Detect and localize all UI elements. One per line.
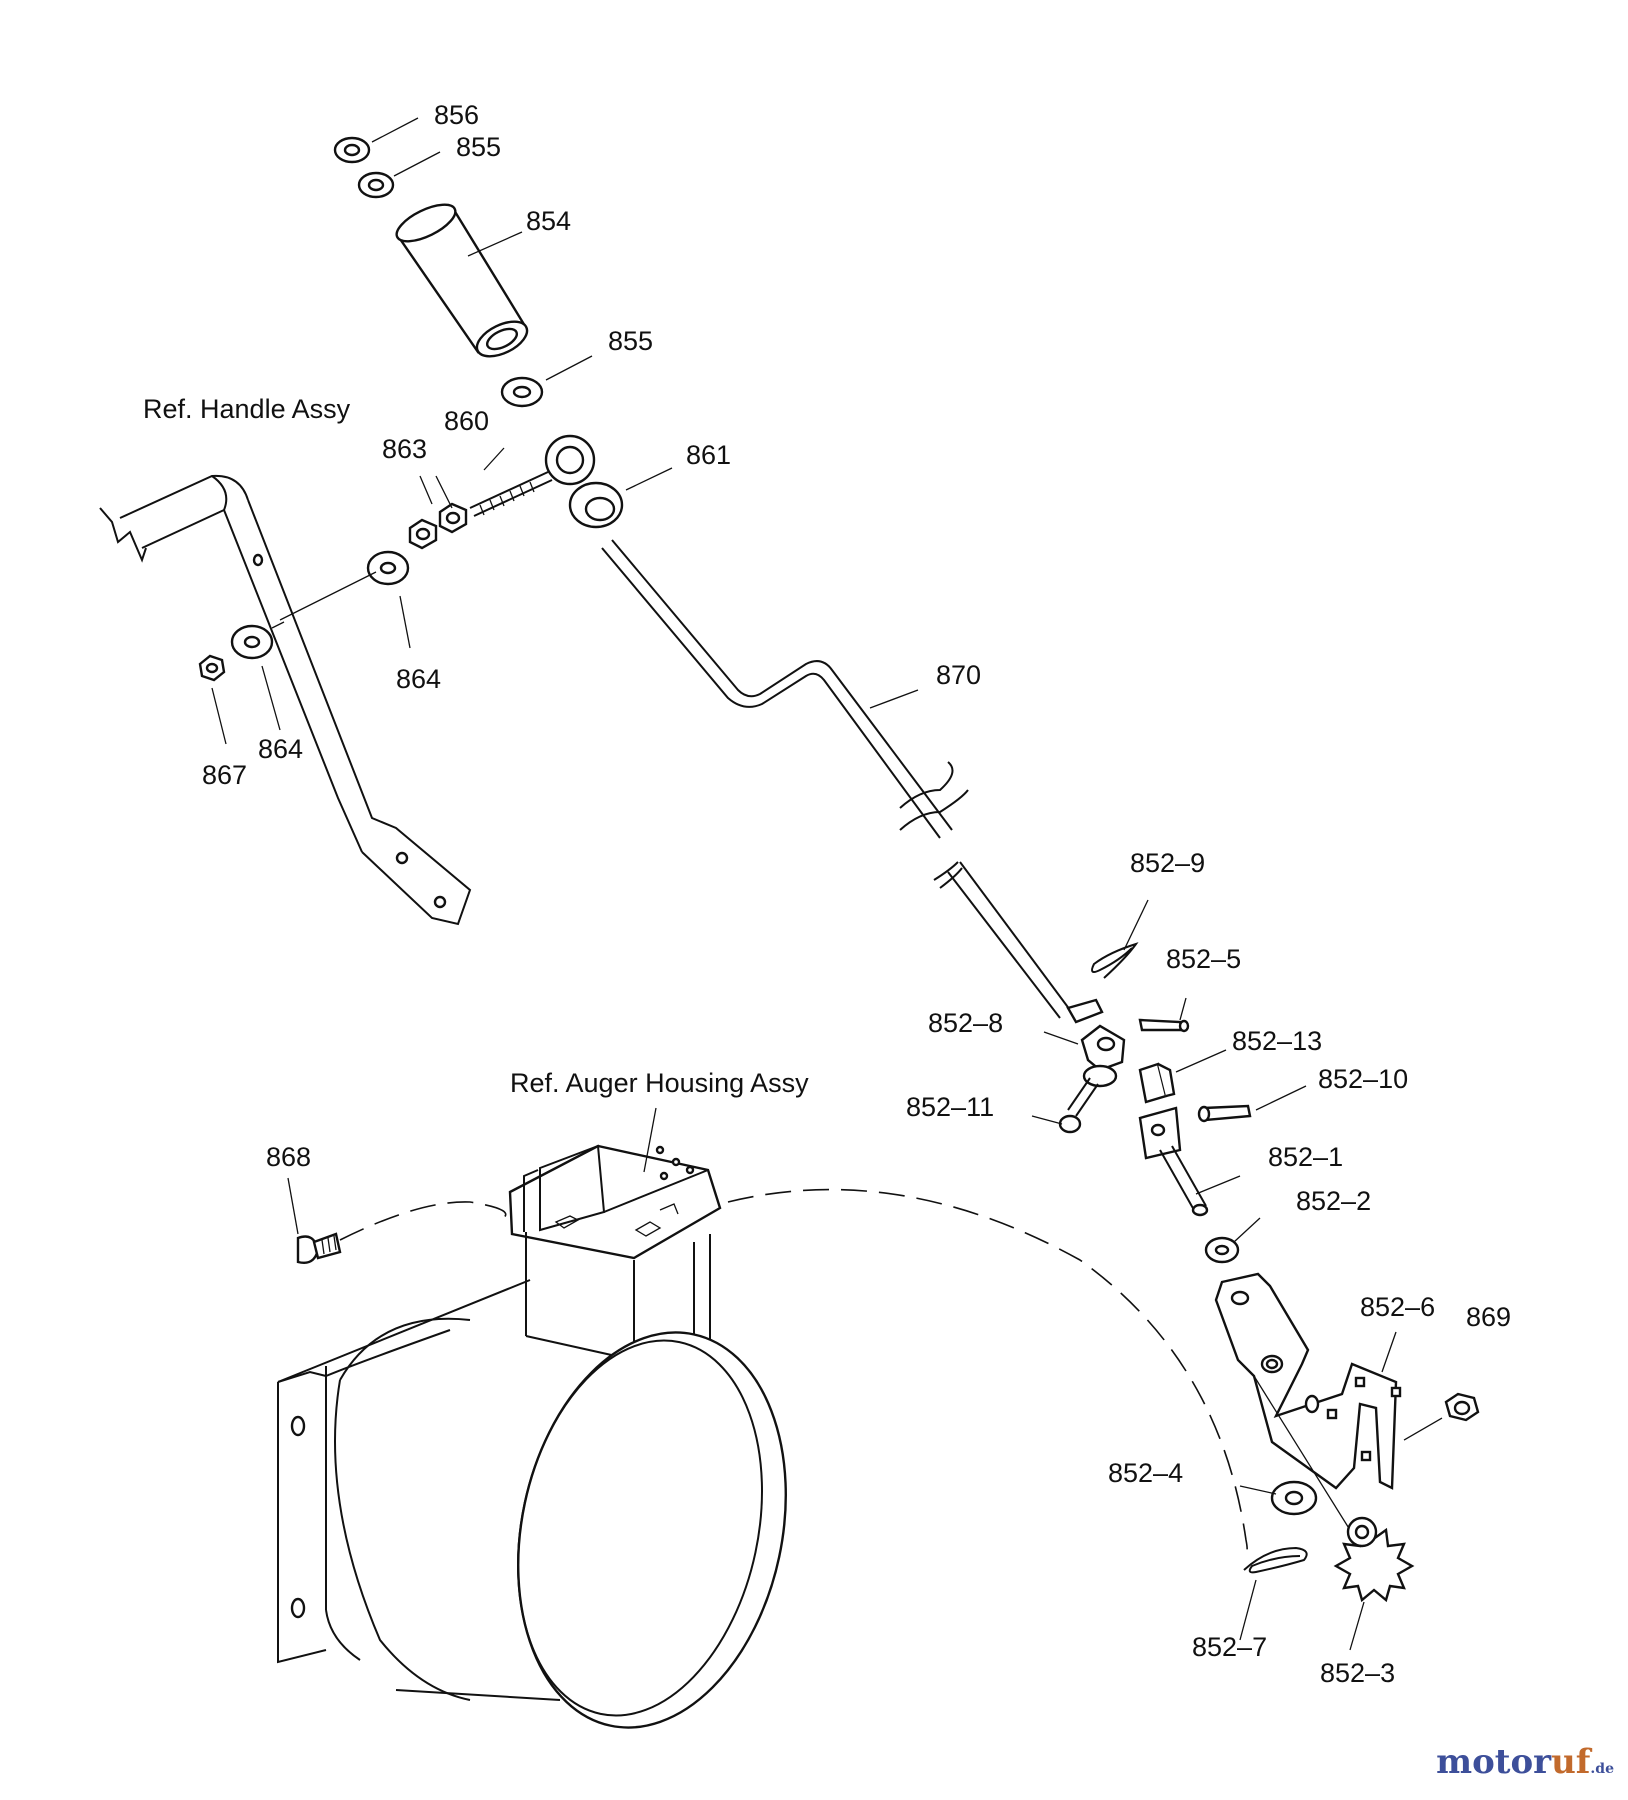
label-852-5: 852–5 [1166,944,1241,974]
eyebolt-860 [469,434,596,517]
label-854: 854 [526,206,571,236]
label-863: 863 [382,434,427,464]
bracket-852-6 [1214,1272,1402,1531]
label-852-7: 852–7 [1192,1632,1267,1662]
label-852-3: 852–3 [1320,1658,1395,1688]
label-852-4: 852–4 [1108,1458,1183,1488]
washer-855-top [357,171,395,199]
label-864-right: 864 [396,664,441,694]
nuts-863 [408,502,468,550]
handle-assembly [99,474,472,926]
label-ref-handle-assy: Ref. Handle Assy [143,394,351,424]
label-852-1: 852–1 [1268,1142,1343,1172]
watermark-suffix: .de [1590,1761,1614,1777]
washer-864-lower [230,624,274,660]
washer-861 [568,481,624,529]
watermark-main-a: motor [1436,1742,1552,1782]
label-869: 869 [1466,1302,1511,1332]
bolt-852-11 [1058,1077,1099,1134]
label-855-top: 855 [456,132,501,162]
block-852-13 [1138,1062,1176,1104]
clip-852-7 [1243,1546,1308,1574]
washer-864-upper [366,550,410,586]
nut-869 [1444,1392,1480,1422]
labels: 856 855 854 855 Ref. Handle Assy 860 863… [143,100,1511,1688]
leader-lines [211,117,1397,1651]
tube-854 [395,203,529,358]
clevis-852-8 [1066,998,1126,1088]
label-852-11: 852–11 [906,1092,994,1122]
label-870: 870 [936,660,981,690]
nut-867 [198,654,226,682]
shaft-852-1 [1138,1106,1209,1217]
label-852-13: 852–13 [1232,1026,1322,1056]
hairpin-852-9 [1091,942,1139,979]
label-852-8: 852–8 [928,1008,1003,1038]
washer-852-2 [1204,1236,1240,1264]
label-852-6: 852–6 [1360,1292,1435,1322]
dash-arc [727,1188,1248,1554]
label-864-left: 864 [258,734,303,764]
gear-852-3 [1333,1516,1415,1603]
label-860: 860 [444,406,489,436]
label-852-9: 852–9 [1130,848,1205,878]
leader-869-line [1403,1417,1443,1441]
label-867: 867 [202,760,247,790]
label-861: 861 [686,440,731,470]
dash-868 [339,1201,507,1241]
label-ref-auger-housing-assy: Ref. Auger Housing Assy [510,1068,809,1098]
label-852-2: 852–2 [1296,1186,1371,1216]
pin-852-5 [1138,1018,1190,1033]
pin-852-10 [1197,1104,1252,1123]
label-856: 856 [434,100,479,130]
auger-housing [277,1144,787,1729]
label-852-10: 852–10 [1318,1064,1408,1094]
washer-855-mid [500,376,544,408]
bolt-868 [296,1232,342,1264]
motoruf-watermark: motoruf.de [1436,1742,1614,1782]
washer-856 [333,136,371,164]
washer-852-4 [1270,1480,1318,1516]
rod-870 [601,539,1071,1019]
label-855-mid: 855 [608,326,653,356]
label-868: 868 [266,1142,311,1172]
watermark-main-b: uf [1551,1742,1591,1782]
